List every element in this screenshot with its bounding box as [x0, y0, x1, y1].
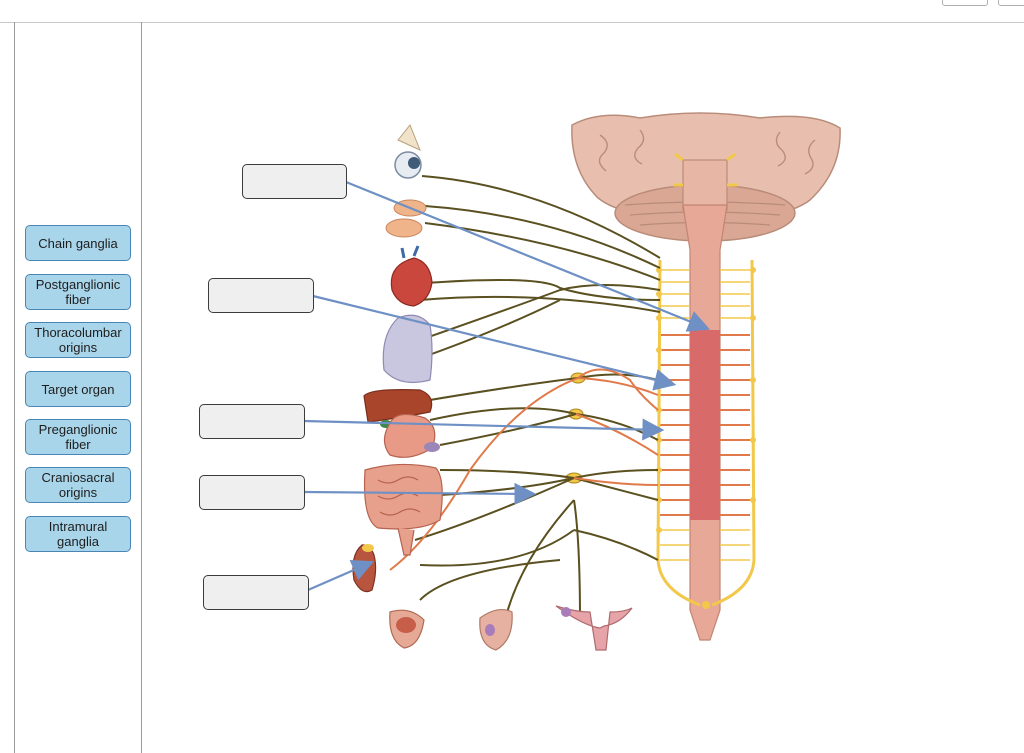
eye-icon [394, 124, 422, 179]
frame-left-border [14, 22, 15, 753]
label-chip-chain-ganglia[interactable]: Chain ganglia [25, 225, 131, 261]
drop-zone-5[interactable] [203, 575, 309, 610]
heart-icon [390, 245, 433, 307]
leader-line-zone-2 [312, 294, 677, 391]
brain-icon [571, 112, 841, 242]
toolbar-button-right[interactable] [998, 0, 1024, 6]
label-chip-thoracolumbar-origins[interactable]: Thoracolumbar origins [25, 322, 131, 358]
penis-icon [479, 608, 513, 651]
lung-icon [382, 314, 433, 383]
drop-zone-4[interactable] [199, 475, 305, 510]
nerve-fibers [414, 175, 661, 621]
spinal-cord-icon [656, 204, 756, 641]
leader-lines [303, 180, 711, 592]
leader-line-zone-3 [303, 418, 665, 441]
label-bank-divider [141, 22, 142, 753]
drop-zone-1[interactable] [242, 164, 347, 199]
intestine-icon [363, 463, 443, 556]
postganglionic-fibers [389, 368, 659, 571]
bladder-icon [389, 609, 425, 649]
label-chip-postganglionic-fiber[interactable]: Postganglionic fiber [25, 274, 131, 310]
stomach-icon [383, 413, 440, 458]
leader-line-zone-5 [307, 559, 375, 592]
label-chip-intramural-ganglia[interactable]: Intramural ganglia [25, 516, 131, 552]
top-divider [0, 22, 1024, 23]
label-chip-target-organ[interactable]: Target organ [25, 371, 131, 407]
leader-line-zone-4 [303, 482, 537, 505]
leader-line-zone-1 [345, 180, 711, 332]
drop-zone-2[interactable] [208, 278, 314, 313]
drop-zone-3[interactable] [199, 404, 305, 439]
toolbar-button-left[interactable] [942, 0, 988, 6]
label-chip-preganglionic-fiber[interactable]: Preganglionic fiber [25, 419, 131, 455]
label-chip-craniosacral-origins[interactable]: Craniosacral origins [25, 467, 131, 503]
uterus-icon [555, 605, 633, 651]
